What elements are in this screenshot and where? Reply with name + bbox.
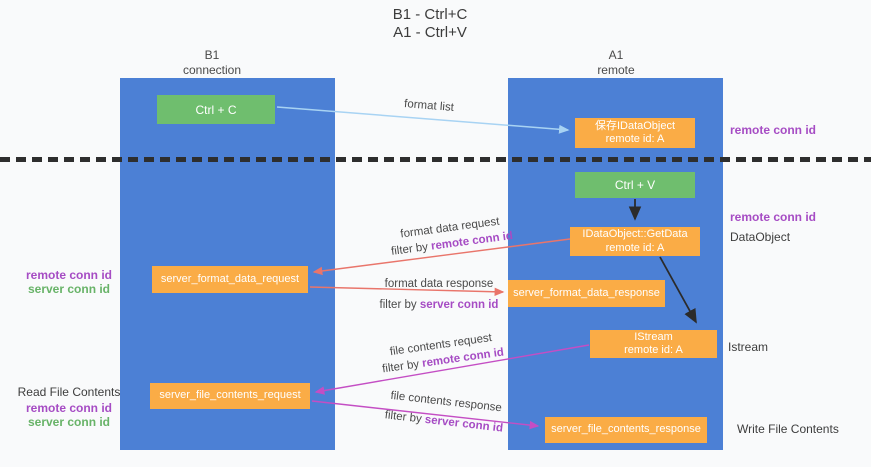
remote-conn-id-label-top-left: remote conn id [25,268,112,282]
title-line-2: A1 - Ctrl+V [393,24,467,41]
file-contents-response-arrow-label: file contents response filter by server … [382,385,508,439]
getdata-line1: IDataObject::GetData [582,228,688,240]
server-file-contents-response-box: server_file_contents_response [545,417,707,443]
ctrl-v-label: Ctrl + V [614,178,656,192]
format-data-response-text: format data response [384,278,494,290]
istream-side-label: Istream [728,340,769,354]
lifeline-b1-title: B1 [204,48,220,62]
save-idataobject-line1: 保存IDataObject [594,119,676,132]
server-conn-id-label-top-left: server conn id [27,282,111,296]
server-file-contents-response-label: server_file_contents_response [551,423,701,436]
file-contents-request-arrow-label: file contents request filter by remote c… [378,329,505,378]
server-format-data-response-box: server_format_data_response [508,280,665,307]
remote-conn-id-label-top-right: remote conn id [730,123,817,137]
lifeline-header-b1: B1 connection [104,48,320,78]
format-data-response-filter: filter by server conn id [379,299,499,311]
dataobject-label: DataObject [730,230,791,244]
save-idataobject-line2: remote id: A [605,133,665,145]
left-conn-id-group-top: remote conn id server conn id [0,268,138,296]
ctrl-c-label: Ctrl + C [195,102,237,117]
title-line-1: B1 - Ctrl+C [392,6,468,23]
server-file-contents-request-box: server_file_contents_request [150,383,310,409]
istream-box: IStream remote id: A [590,330,717,358]
istream-line2: remote id: A [624,344,683,356]
lifeline-b1-subtitle: connection [182,63,242,77]
server-conn-id-highlight: server conn id [424,413,504,435]
left-conn-id-group-bottom: remote conn id server conn id [0,401,138,429]
server-file-contents-request-label: server_file_contents_request [159,389,301,402]
idataobject-getdata-box: IDataObject::GetData remote id: A [570,227,700,256]
write-file-contents-label: Write File Contents [737,422,839,436]
ctrl-c-box: Ctrl + C [157,95,275,124]
server-format-data-request-box: server_format_data_request [152,266,308,293]
remote-conn-id-label-mid-right: remote conn id [730,210,817,224]
istream-line1: IStream [634,330,673,343]
lifeline-header-a1: A1 remote [508,48,724,78]
lifeline-a1-subtitle: remote [597,63,635,77]
read-file-contents-label: Read File Contents [17,385,121,399]
server-conn-id-highlight: server conn id [419,299,499,311]
lifeline-a1-title: A1 [608,48,624,62]
server-format-data-request-label: server_format_data_request [160,272,300,285]
session-divider-dashed-line [0,157,871,162]
getdata-line2: remote id: A [605,241,665,254]
format-data-response-arrow-label: format data response filter by server co… [376,274,502,316]
format-list-arrow-label: format list [403,98,455,114]
format-data-request-arrow-label: format data request filter by remote con… [384,212,517,261]
ctrl-v-box: Ctrl + V [575,172,695,198]
remote-conn-id-label-bottom-left: remote conn id [25,401,112,415]
server-format-data-response-label: server_format_data_response [513,286,660,299]
server-conn-id-label-bottom-left: server conn id [27,415,111,429]
save-idataobject-box: 保存IDataObject remote id: A [575,118,695,148]
diagram-title: B1 - Ctrl+C A1 - Ctrl+V [330,6,530,42]
